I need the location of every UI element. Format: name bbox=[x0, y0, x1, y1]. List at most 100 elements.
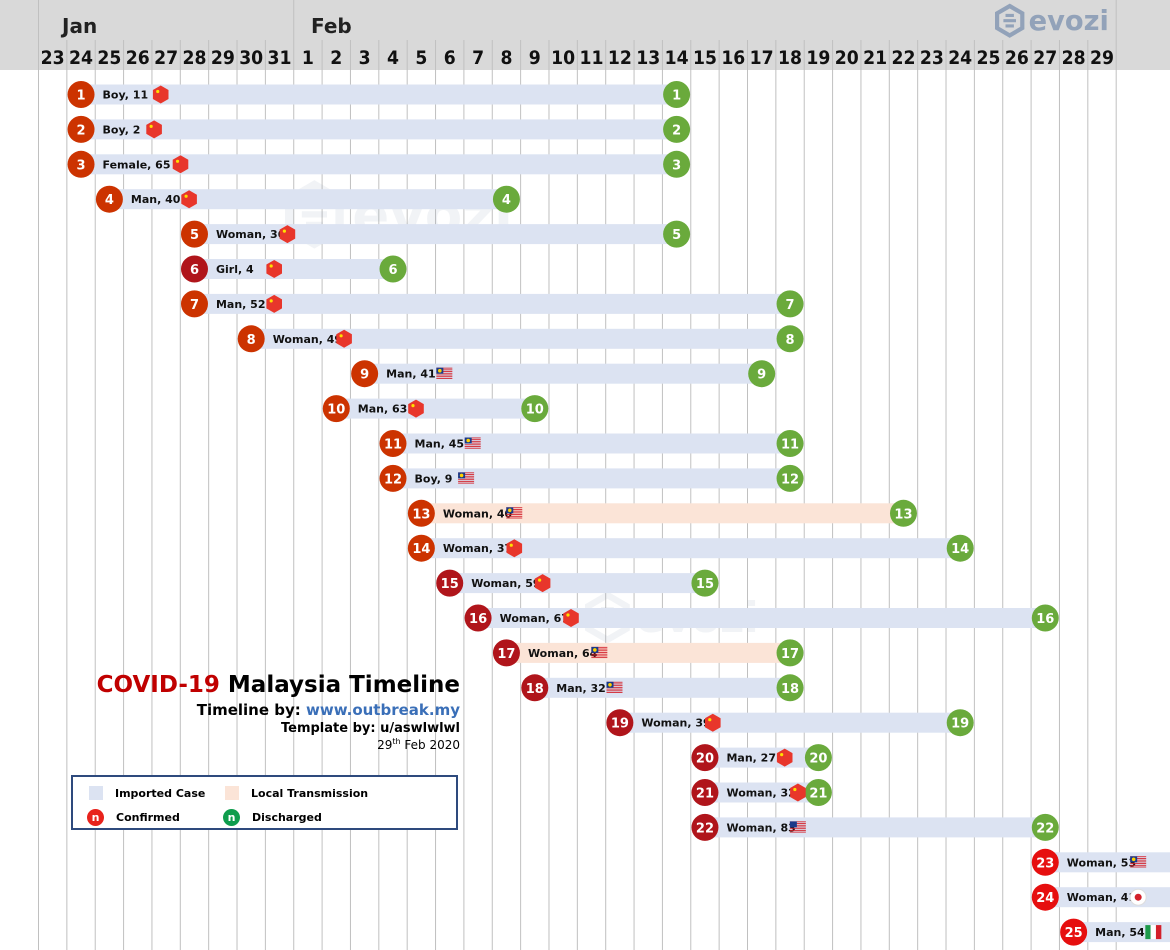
discharged-number: 20 bbox=[809, 752, 827, 767]
confirmed-marker bbox=[464, 604, 492, 632]
legend: Imported Case Local Transmission n Confi… bbox=[71, 775, 458, 830]
timeline-by: Timeline by: www.outbreak.my bbox=[60, 701, 460, 719]
confirmed-marker: n bbox=[87, 809, 104, 826]
flag-crescent bbox=[466, 438, 471, 443]
confirmed-marker bbox=[67, 150, 95, 178]
template-credit: Template by: u/aswlwlwl bbox=[280, 721, 460, 736]
confirmed-marker bbox=[492, 639, 520, 667]
discharged-number: 13 bbox=[894, 507, 912, 522]
outbreak-link[interactable]: www.outbreak.my bbox=[306, 701, 460, 719]
flag-star bbox=[282, 229, 286, 233]
title-black-part: Malaysia Timeline bbox=[227, 672, 460, 698]
flag-star bbox=[780, 753, 784, 757]
case-bar bbox=[704, 782, 819, 803]
day-label: 24 bbox=[948, 47, 972, 69]
confirmed-marker bbox=[1031, 883, 1059, 911]
discharged-marker bbox=[776, 430, 804, 457]
flag-malaysia-icon bbox=[1130, 856, 1147, 868]
flag-china-icon bbox=[790, 783, 806, 802]
flag-shape bbox=[563, 609, 579, 627]
flag-china-icon bbox=[146, 120, 162, 139]
day-label: 9 bbox=[529, 47, 541, 69]
logo-text: evozi bbox=[1029, 6, 1109, 37]
flag-italy-icon bbox=[1145, 925, 1162, 940]
day-label: 28 bbox=[182, 47, 206, 69]
case-bar bbox=[81, 154, 677, 175]
confirmed-marker bbox=[379, 464, 407, 492]
discharged-marker bbox=[776, 325, 804, 353]
case-label: Man, 63 bbox=[358, 403, 408, 416]
day-label: 29 bbox=[211, 47, 235, 69]
discharged-number: 16 bbox=[1036, 612, 1054, 627]
case-bar bbox=[81, 119, 677, 140]
day-label: 25 bbox=[977, 47, 1001, 69]
day-label: 25 bbox=[97, 47, 121, 69]
flag-star bbox=[708, 718, 712, 722]
case-label: Woman, 83 bbox=[726, 821, 795, 834]
day-label: 11 bbox=[580, 47, 604, 69]
discharged-marker bbox=[776, 639, 804, 667]
legend-local: Local Transmission bbox=[225, 786, 368, 800]
flag-stripe bbox=[464, 440, 481, 442]
local-label: Local Transmission bbox=[251, 786, 369, 800]
flag-stripe bbox=[464, 444, 481, 446]
confirmed-number: 1 bbox=[77, 89, 86, 104]
flag-malaysia-icon bbox=[458, 472, 475, 484]
confirmed-marker bbox=[691, 813, 719, 841]
case-label: Woman, 39 bbox=[641, 717, 710, 730]
case-label: Girl, 4 bbox=[216, 263, 254, 276]
flag-stripe bbox=[1130, 866, 1147, 868]
case-label: Boy, 9 bbox=[415, 472, 453, 485]
chart-title: COVID-19 Malaysia Timeline bbox=[60, 672, 460, 698]
flag-shape bbox=[146, 120, 162, 139]
flag-star bbox=[269, 299, 273, 303]
discharged-number: 21 bbox=[809, 787, 827, 802]
discharged-number: 18 bbox=[781, 682, 799, 697]
case-bar bbox=[194, 293, 791, 314]
confirmed-number: 2 bbox=[77, 123, 86, 138]
confirmed-number: 8 bbox=[247, 333, 256, 348]
day-label: 29 bbox=[1090, 47, 1114, 69]
discharged-number: 12 bbox=[781, 472, 799, 487]
flag-stripe bbox=[464, 442, 481, 444]
flag-star bbox=[509, 543, 513, 547]
case-label: Female, 65 bbox=[103, 158, 171, 171]
discharged-number: 14 bbox=[951, 542, 969, 557]
flag-china-icon bbox=[152, 85, 169, 104]
day-label: 21 bbox=[863, 47, 887, 69]
confirmed-number: 13 bbox=[412, 507, 430, 522]
flag-red bbox=[1155, 925, 1162, 940]
discharged-number: 4 bbox=[502, 193, 511, 208]
discharged-number: 1 bbox=[672, 89, 681, 104]
flag-stripe bbox=[789, 824, 806, 826]
confirmed-number: 6 bbox=[190, 263, 199, 278]
day-label: 5 bbox=[415, 47, 427, 69]
confirmed-number: 21 bbox=[696, 787, 714, 802]
confirmed-number: 24 bbox=[1036, 891, 1054, 906]
day-label: 12 bbox=[608, 47, 632, 69]
day-label: 7 bbox=[472, 47, 484, 69]
flag-star bbox=[538, 578, 542, 582]
case-bar bbox=[619, 712, 961, 733]
flag-stripe bbox=[436, 372, 453, 374]
imported-label: Imported Case bbox=[115, 786, 206, 800]
local-swatch bbox=[225, 786, 239, 800]
day-label: 23 bbox=[41, 47, 65, 69]
month-label: Jan bbox=[60, 14, 97, 38]
case-label: Boy, 2 bbox=[103, 123, 141, 136]
day-label: 13 bbox=[636, 47, 660, 69]
flag-stripe bbox=[1130, 856, 1147, 858]
case-bar bbox=[534, 677, 791, 698]
